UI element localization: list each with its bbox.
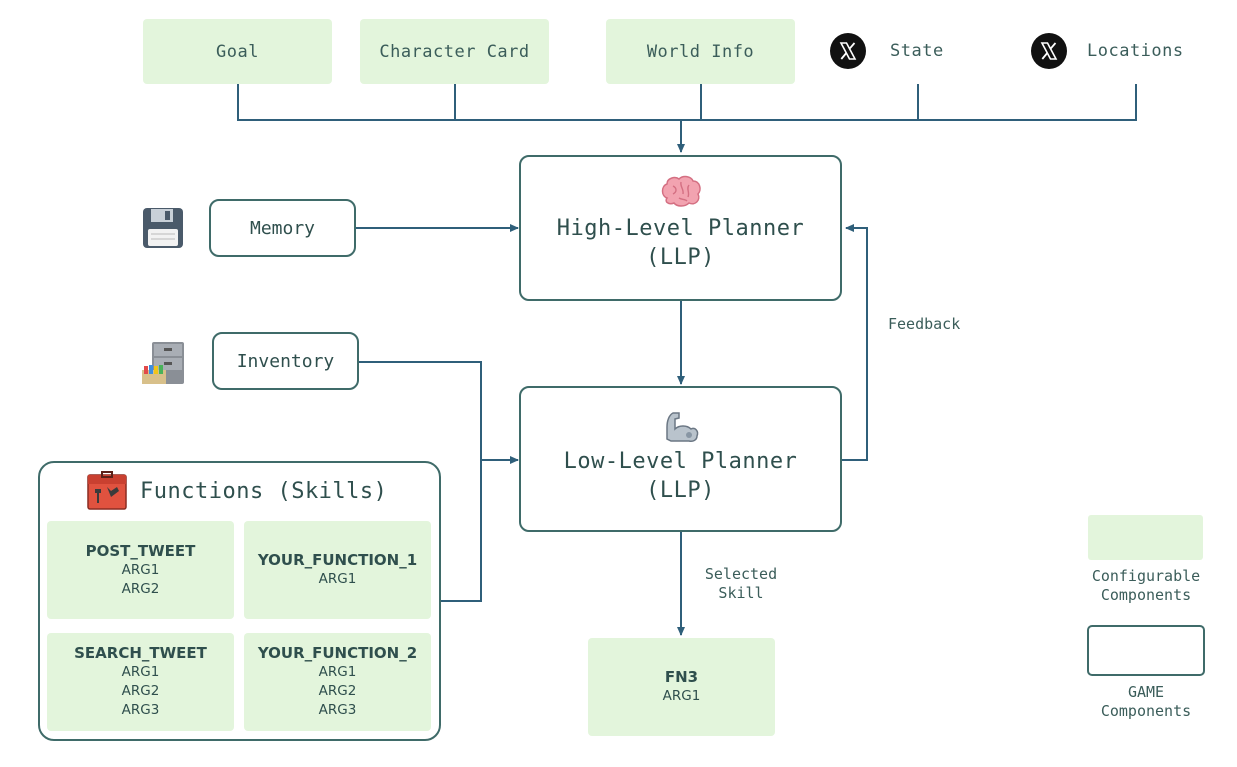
function-card-search-tweet: SEARCH_TWEET ARG1 ARG2 ARG3 bbox=[47, 633, 234, 731]
function-arg: ARG3 bbox=[121, 702, 160, 718]
function-card-your-function-1: YOUR_FUNCTION_1 ARG1 bbox=[244, 521, 431, 619]
x-logo-icon bbox=[830, 33, 866, 69]
legend-configurable-line1: Configurable bbox=[1091, 567, 1201, 585]
character-card-label: Character Card bbox=[379, 41, 530, 62]
selected-skill-line2: Skill bbox=[718, 584, 764, 602]
functions-panel: Functions (Skills) POST_TWEET ARG1 ARG2 … bbox=[38, 461, 441, 741]
function-arg: ARG1 bbox=[318, 571, 357, 587]
function-arg: ARG1 bbox=[121, 664, 160, 680]
function-arg: ARG3 bbox=[318, 702, 357, 718]
legend-game-line2: Components bbox=[1100, 702, 1192, 720]
legend-game-swatch bbox=[1087, 625, 1205, 676]
function-name: POST_TWEET bbox=[85, 541, 196, 560]
function-arg: ARG1 bbox=[121, 561, 160, 578]
selected-function-arg: ARG1 bbox=[662, 688, 701, 704]
flexed-arm-icon bbox=[659, 409, 703, 443]
character-card-box: Character Card bbox=[360, 19, 549, 84]
state-label: State bbox=[890, 41, 944, 61]
function-card-your-function-2: YOUR_FUNCTION_2 ARG1 ARG2 ARG3 bbox=[244, 633, 431, 731]
world-info-box: World Info bbox=[606, 19, 795, 84]
inventory-box: Inventory bbox=[212, 332, 359, 390]
toolbox-icon bbox=[87, 471, 127, 511]
legend-game-label: GAME Components bbox=[1076, 683, 1216, 721]
selected-function-name: FN3 bbox=[664, 668, 699, 686]
low-level-planner-box: Low-Level Planner (LLP) bbox=[519, 386, 842, 532]
goal-box: Goal bbox=[143, 19, 332, 84]
legend-game-line1: GAME bbox=[1127, 683, 1165, 701]
floppy-disk-icon bbox=[142, 207, 184, 249]
legend-configurable-label: Configurable Components bbox=[1076, 567, 1216, 605]
legend-configurable-line2: Components bbox=[1100, 586, 1192, 604]
low-level-planner-title: Low-Level Planner bbox=[563, 449, 798, 474]
high-level-planner-subtitle: (LLP) bbox=[646, 245, 715, 270]
memory-box: Memory bbox=[209, 199, 356, 257]
selected-skill-line1: Selected bbox=[704, 565, 778, 583]
locations-label: Locations bbox=[1087, 41, 1184, 61]
high-level-planner-title: High-Level Planner bbox=[556, 216, 805, 241]
selected-skill-label: Selected Skill bbox=[696, 565, 786, 603]
legend-configurable-swatch bbox=[1088, 515, 1203, 560]
function-name: YOUR_FUNCTION_2 bbox=[257, 644, 418, 662]
feedback-label: Feedback bbox=[888, 315, 961, 333]
x-logo-icon bbox=[1031, 33, 1067, 69]
function-arg: ARG2 bbox=[318, 683, 357, 699]
world-info-label: World Info bbox=[646, 41, 755, 62]
inventory-label: Inventory bbox=[236, 350, 335, 372]
function-arg: ARG1 bbox=[318, 664, 357, 680]
functions-title: Functions (Skills) bbox=[140, 479, 388, 504]
high-level-planner-box: High-Level Planner (LLP) bbox=[519, 155, 842, 301]
filing-cabinet-icon bbox=[140, 340, 186, 386]
function-arg: ARG2 bbox=[121, 683, 160, 699]
low-level-planner-subtitle: (LLP) bbox=[646, 478, 715, 503]
function-name: YOUR_FUNCTION_1 bbox=[257, 551, 418, 569]
function-card-post-tweet: POST_TWEET ARG1 ARG2 bbox=[47, 521, 234, 619]
selected-function-box: FN3 ARG1 bbox=[588, 638, 775, 736]
function-arg: ARG2 bbox=[121, 580, 160, 597]
brain-icon bbox=[659, 174, 703, 208]
goal-label: Goal bbox=[216, 41, 259, 62]
memory-label: Memory bbox=[249, 217, 316, 239]
function-name: SEARCH_TWEET bbox=[74, 644, 207, 662]
